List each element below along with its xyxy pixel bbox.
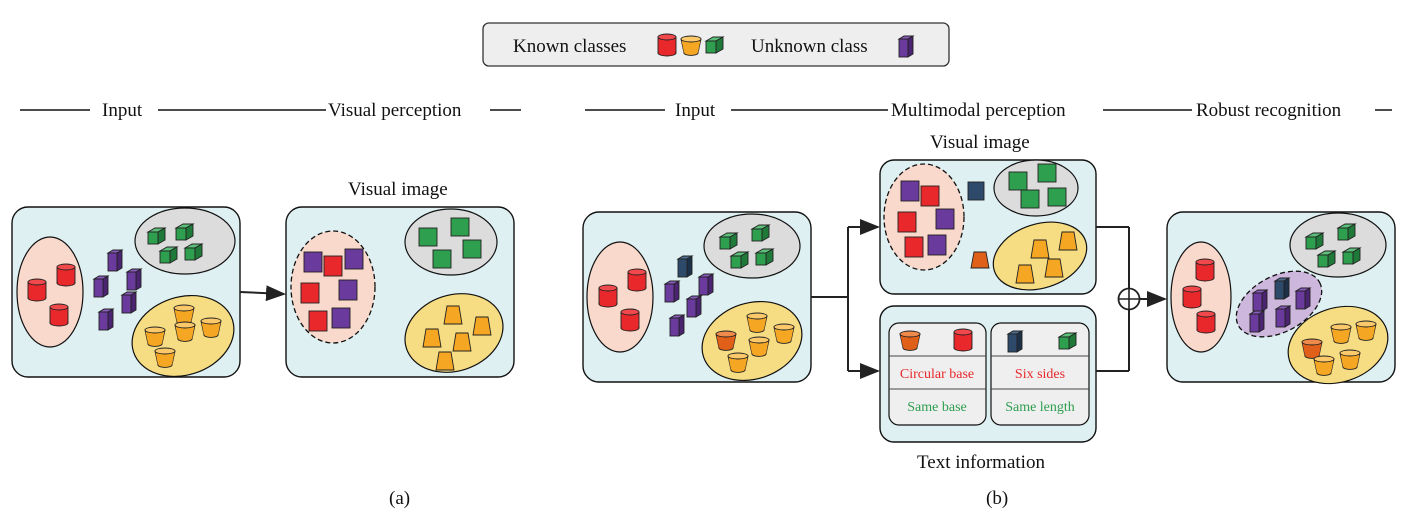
panel-a-input-label: Input bbox=[102, 100, 143, 121]
panel-b-perception-label: Multimodal perception bbox=[891, 100, 1066, 121]
legend-known-label: Known classes bbox=[513, 36, 626, 57]
legend: Known classes Unknown class bbox=[482, 22, 950, 67]
panel-b-text-box: Circular base Same base Six sides Same l… bbox=[879, 305, 1097, 443]
panel-a-headers: Input Visual perception bbox=[20, 100, 521, 121]
purple-prism-icon bbox=[898, 35, 914, 58]
panel-a-input-box bbox=[11, 206, 241, 378]
same-length-text: Same length bbox=[1005, 400, 1075, 415]
arrow-icon bbox=[239, 285, 286, 302]
orange-frustum-icon bbox=[680, 35, 702, 56]
panel-b-visual-box bbox=[879, 159, 1097, 295]
panel-b-input-label: Input bbox=[675, 100, 716, 121]
panel-a-caption: (a) bbox=[389, 488, 410, 509]
panel-a-visual-box bbox=[285, 206, 515, 378]
six-sides-text: Six sides bbox=[1015, 367, 1065, 382]
green-cube-icon bbox=[705, 36, 724, 54]
text-card-right: Six sides Same length bbox=[990, 322, 1090, 426]
panel-b-recognition-label: Robust recognition bbox=[1196, 100, 1342, 121]
panel-b-visual-image-title: Visual image bbox=[930, 132, 1030, 153]
red-group bbox=[16, 236, 84, 348]
panel-b-text-info-title: Text information bbox=[917, 452, 1045, 473]
same-base-text: Same base bbox=[907, 400, 966, 415]
fusion-connector bbox=[1096, 226, 1167, 372]
panel-a-perception-label: Visual perception bbox=[328, 100, 462, 121]
red-cylinder-icon bbox=[657, 33, 677, 57]
circular-base-text: Circular base bbox=[900, 367, 974, 382]
panel-a-visual-image-title: Visual image bbox=[348, 179, 448, 200]
legend-unknown-label: Unknown class bbox=[751, 36, 868, 57]
panel-b-headers: Input Multimodal perception Robust recog… bbox=[585, 100, 1392, 121]
panel-b-caption: (b) bbox=[986, 488, 1008, 509]
panel-b-result-box bbox=[1166, 211, 1396, 385]
panel-b-input-box bbox=[582, 211, 812, 383]
branch-connector bbox=[811, 219, 880, 379]
text-card-left: Circular base Same base bbox=[888, 322, 987, 426]
